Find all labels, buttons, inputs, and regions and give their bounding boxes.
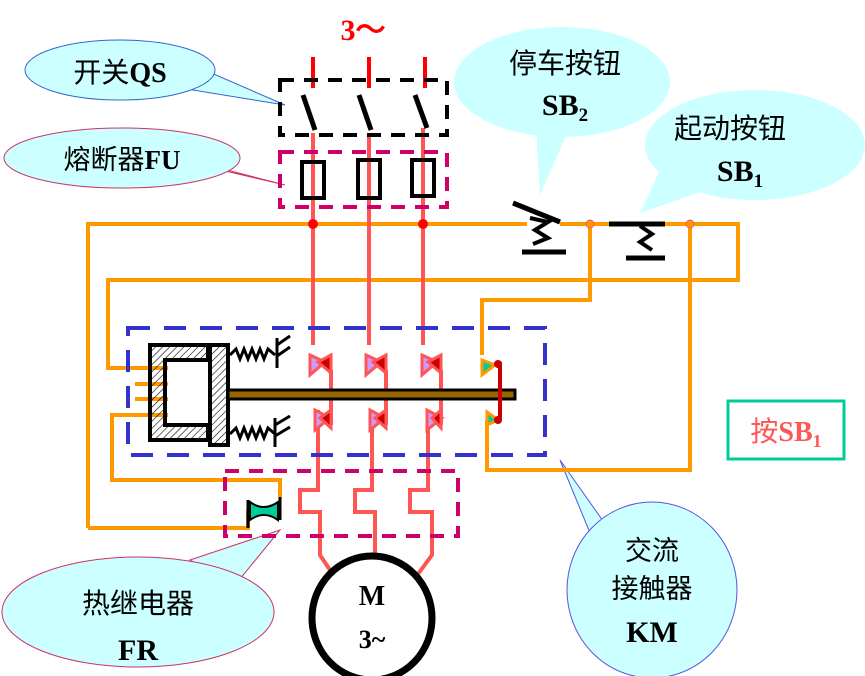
sb2-label: 停车按钮 <box>509 47 621 80</box>
km-coil-core <box>148 343 517 447</box>
press-sb1-box: 按SB1 <box>726 399 846 461</box>
supply-label: 3～ <box>341 14 386 47</box>
callout-fr: 热继电器 FR <box>1 528 282 668</box>
svg-text:接触器: 接触器 <box>612 574 693 605</box>
motor: M 3~ <box>308 552 436 676</box>
motor-phase: 3~ <box>359 625 386 654</box>
svg-text:熔断器FU: 熔断器FU <box>64 145 181 176</box>
fuse-elements <box>300 158 436 200</box>
control-circuit <box>86 222 740 530</box>
fu-fuse-box <box>278 150 449 209</box>
qs-switch-box <box>278 78 449 137</box>
fr-contact <box>246 497 282 528</box>
km-aux-contact <box>480 357 502 428</box>
fu-label: 熔断器 <box>64 145 145 176</box>
callout-sb1: 起动按钮 SB1 <box>640 90 865 213</box>
motor-letter: M <box>359 581 385 612</box>
callout-fu: 熔断器FU <box>3 127 286 189</box>
qs-switch-blades <box>300 94 430 131</box>
svg-text:SB1: SB1 <box>717 155 763 192</box>
callout-qs: 开关QS <box>24 39 286 106</box>
km-main-contacts <box>308 352 445 434</box>
svg-text:开关QS: 开关QS <box>73 56 166 89</box>
km-springs <box>228 334 291 447</box>
callout-km: 交流 接触器 KM <box>559 459 738 676</box>
main-circuit <box>298 57 443 635</box>
fr-relay-box <box>223 469 460 538</box>
stop-button-sb2[interactable] <box>512 200 566 255</box>
sb1-label: 起动按钮 <box>674 112 786 145</box>
start-button-sb1[interactable] <box>609 221 665 261</box>
svg-text:FR: FR <box>118 634 158 667</box>
km-label: 交流 <box>625 536 679 567</box>
qs-label: 开关 <box>73 56 129 89</box>
callout-sb2: 停车按钮 SB2 <box>454 27 670 195</box>
svg-text:按SB1: 按SB1 <box>750 415 821 451</box>
svg-text:KM: KM <box>626 616 678 649</box>
junction-dots <box>308 219 695 229</box>
fr-label: 热继电器 <box>82 587 194 620</box>
svg-text:SB2: SB2 <box>542 89 588 126</box>
km-contactor-box <box>126 326 547 457</box>
